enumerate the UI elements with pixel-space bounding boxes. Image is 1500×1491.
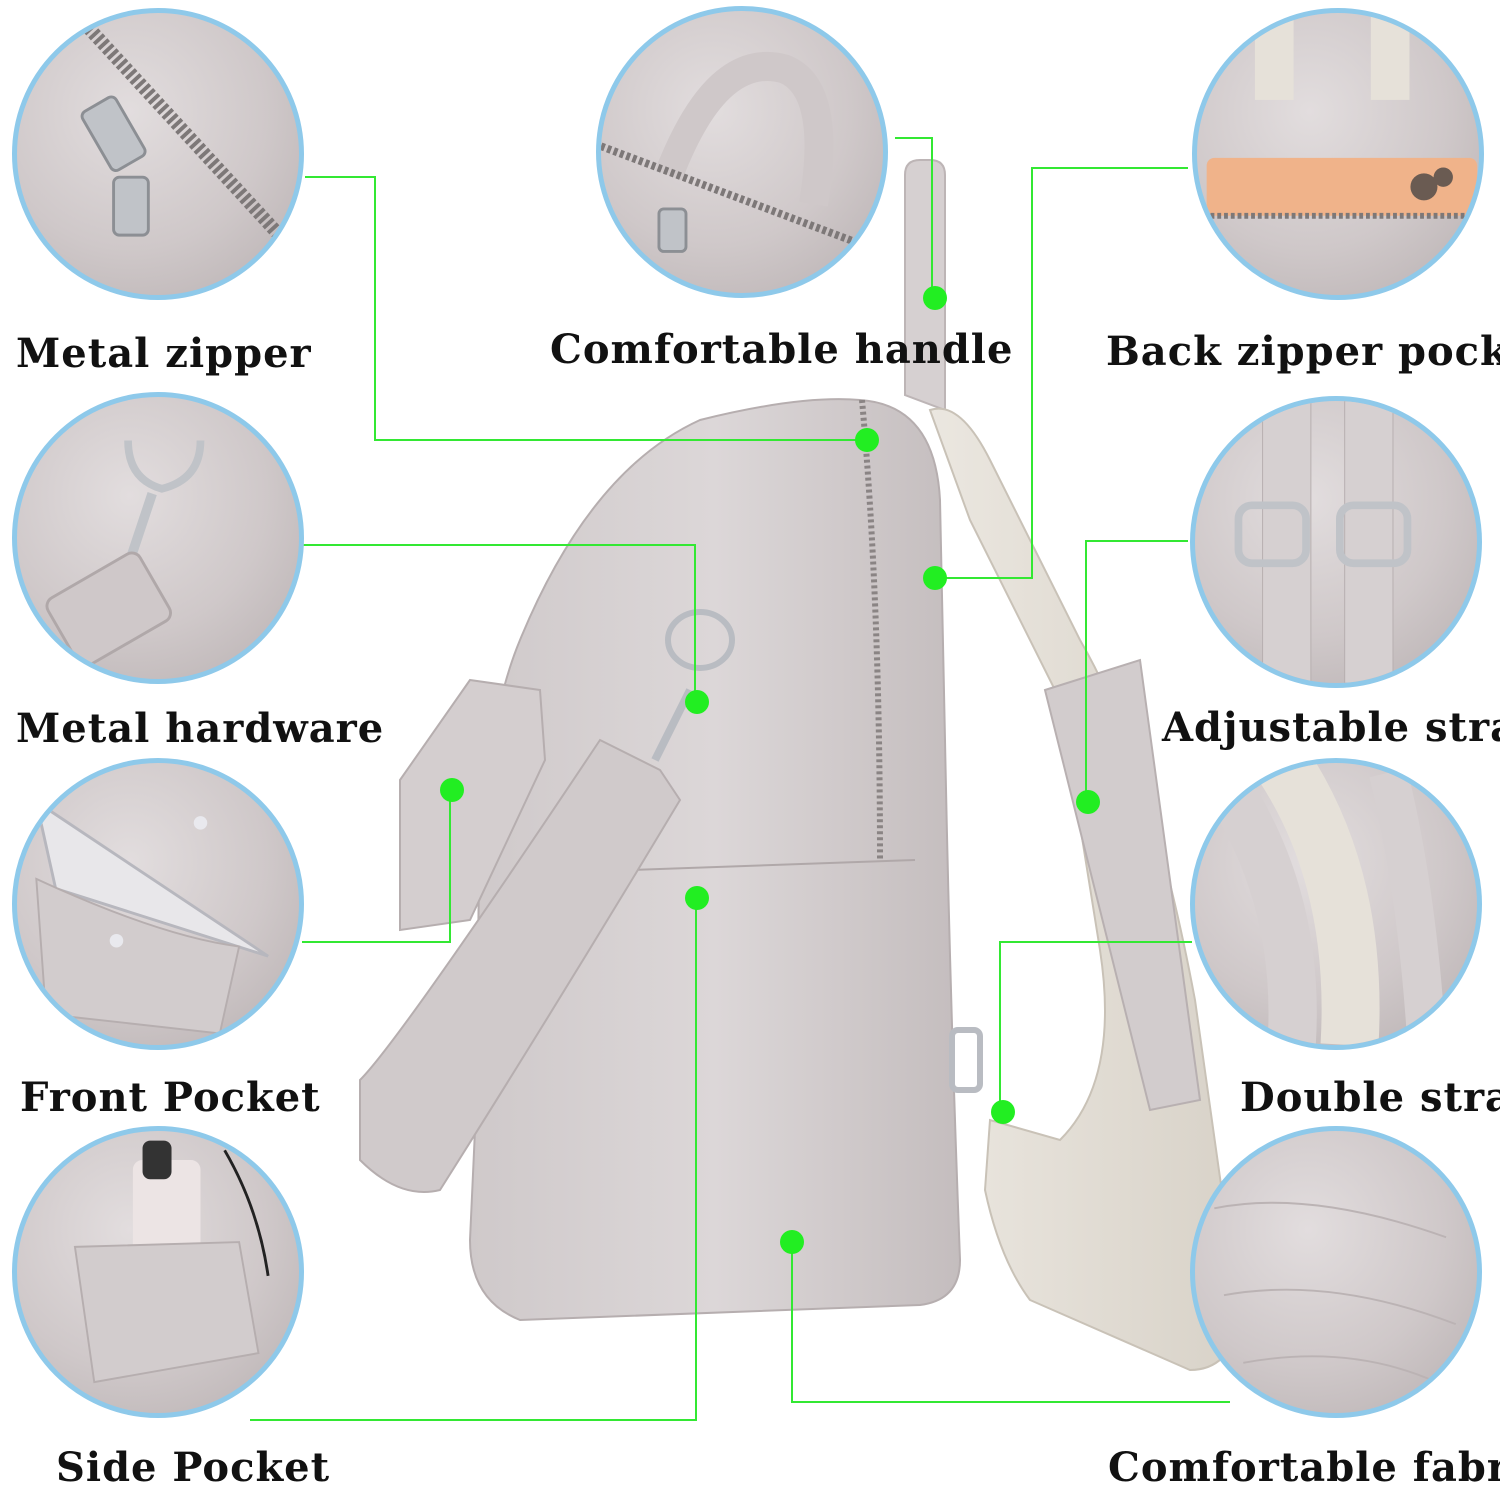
detail-circle-double-strap [1190,758,1482,1050]
callout-dot-side-pocket [685,886,709,910]
callout-dot-comfortable-handle [923,286,947,310]
label-comfortable-handle: Comfortable handle [550,326,1014,373]
label-metal-hardware: Metal hardware [16,705,385,752]
callout-dot-front-pocket [440,778,464,802]
leader-line-metal-zipper [305,176,865,441]
label-side-pocket: Side Pocket [56,1444,331,1491]
label-metal-zipper: Metal zipper [16,330,312,377]
detail-circle-side-pocket [12,1126,304,1418]
label-comfortable-fabric: Comfortable fabric [1108,1444,1500,1491]
label-front-pocket: Front Pocket [20,1074,321,1121]
detail-circle-metal-zipper [12,8,304,300]
leader-line-metal-hardware [302,544,696,700]
leader-line-comfortable-fabric [791,1243,1230,1403]
leader-line-adjustable-strap [1085,540,1188,800]
label-back-zipper-pocket: Back zipper pocket [1106,328,1500,375]
callout-dot-back-zipper-pocket [923,566,947,590]
detail-circle-comfortable-fabric [1190,1126,1482,1418]
callout-dot-metal-hardware [685,690,709,714]
detail-circle-back-zipper-pocket [1192,8,1484,300]
detail-circle-front-pocket [12,758,304,1050]
detail-circle-adjustable-strap [1190,396,1482,688]
callout-dot-comfortable-fabric [780,1230,804,1254]
leader-line-comfortable-handle [895,137,933,298]
callout-dot-double-strap [991,1100,1015,1124]
label-double-strap: Double strap [1240,1074,1500,1121]
leader-line-back-zipper-pocket [935,167,1188,579]
callout-dot-adjustable-strap [1076,790,1100,814]
callout-dot-metal-zipper [855,428,879,452]
label-adjustable-strap: Adjustable strap [1162,704,1500,751]
leader-line-side-pocket [250,898,697,1421]
leader-line-double-strap [999,941,1192,1110]
detail-circle-comfortable-handle [596,6,888,298]
leader-line-front-pocket [302,790,451,943]
detail-circle-metal-hardware [12,392,304,684]
